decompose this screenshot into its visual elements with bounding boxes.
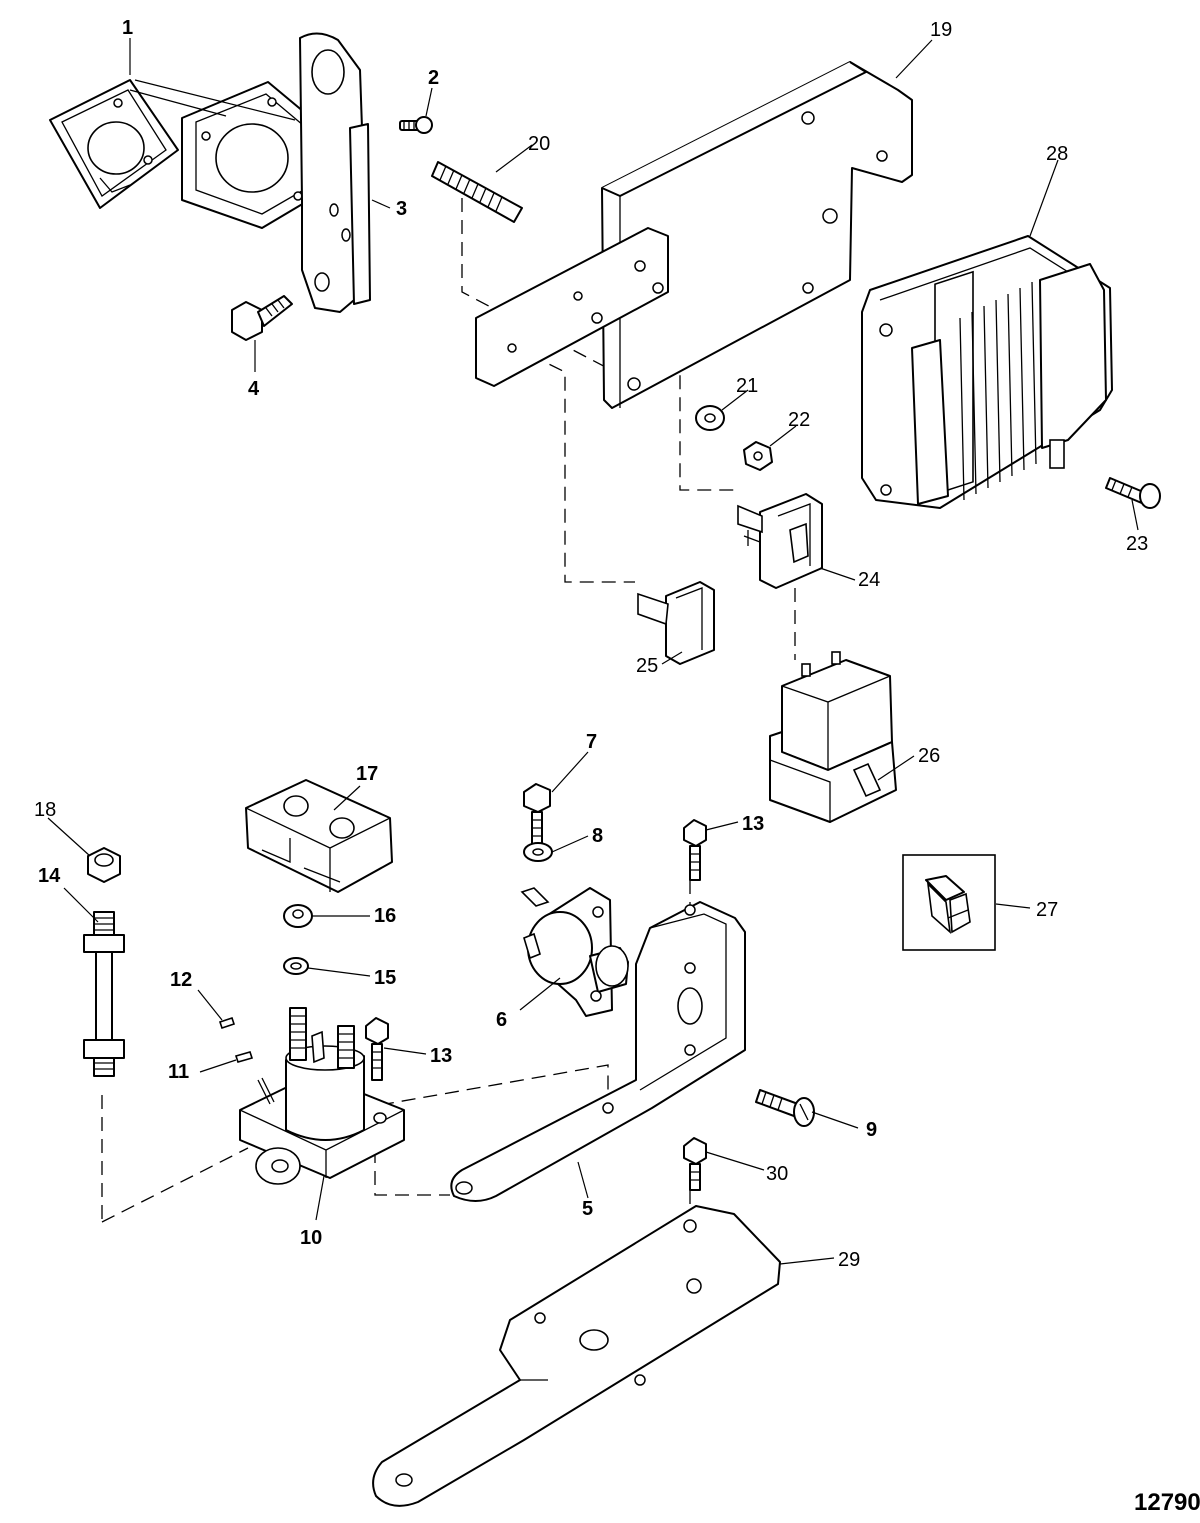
callout-21: 21 [736, 375, 758, 397]
callout-29: 29 [838, 1249, 860, 1271]
callout-27: 27 [1036, 899, 1058, 921]
callout-12: 12 [170, 969, 192, 991]
callout-23: 23 [1126, 533, 1148, 555]
callout-labels: 1 2 3 4 5 6 7 8 9 10 11 12 13 13 14 15 1… [34, 17, 1148, 1271]
callout-13-upper: 13 [742, 813, 764, 835]
lock-washer-part-15 [283, 957, 309, 975]
callout-2: 2 [428, 67, 439, 89]
callout-19: 19 [930, 19, 952, 41]
callout-11: 11 [168, 1061, 189, 1083]
callout-7: 7 [586, 731, 597, 753]
bolt-part-30 [683, 1137, 707, 1191]
callout-30: 30 [766, 1163, 788, 1185]
nylock-nut-part-18 [87, 847, 121, 883]
figure-number: 12790 [1134, 1489, 1200, 1516]
washer-part-21 [695, 405, 725, 431]
nut-part-22 [743, 441, 773, 471]
screw-part-9 [755, 1089, 815, 1127]
callout-26: 26 [918, 745, 940, 767]
terminal-cover-part-17 [245, 779, 393, 893]
pin-part-12 [218, 1016, 236, 1030]
control-module-part-28 [861, 235, 1113, 509]
callout-18: 18 [34, 799, 56, 821]
callout-4: 4 [248, 378, 260, 400]
nut-part-16 [283, 904, 313, 928]
mounting-plate-part-3 [181, 32, 371, 313]
screw-part-23 [1105, 477, 1161, 509]
hex-bolt-part-4 [231, 295, 293, 341]
callout-14: 14 [38, 865, 61, 887]
pin-part-11 [234, 1051, 254, 1063]
callout-16: 16 [374, 905, 396, 927]
callout-24: 24 [858, 569, 880, 591]
callout-9: 9 [866, 1119, 877, 1141]
callout-6: 6 [496, 1009, 507, 1031]
long-stud-part-14 [83, 911, 125, 1077]
threaded-stud-part-20 [431, 161, 523, 223]
callout-15: 15 [374, 967, 396, 989]
callout-leader-lines [47, 38, 1139, 1265]
fuse-part-27 [902, 854, 996, 951]
bolt-part-13-upper [683, 819, 707, 881]
callout-5: 5 [582, 1198, 593, 1220]
screw-part-7 [523, 783, 551, 847]
bolt-part-13-lower [365, 1017, 389, 1081]
callout-13-lower: 13 [430, 1045, 452, 1067]
solenoid-part-10 [239, 1007, 405, 1185]
callout-10: 10 [300, 1227, 322, 1249]
callout-20: 20 [528, 133, 550, 155]
callout-8: 8 [592, 825, 603, 847]
callout-22: 22 [788, 409, 810, 431]
gasket-part-1 [49, 79, 179, 209]
screw-part-2 [399, 116, 433, 134]
bracket-part-19 [475, 61, 913, 409]
callout-28: 28 [1046, 143, 1068, 165]
relay-part-26 [769, 651, 897, 823]
callout-3: 3 [396, 198, 407, 220]
bracket-part-29 [372, 1205, 781, 1507]
lock-washer-part-8 [523, 842, 553, 862]
bracket-part-5 [450, 901, 746, 1202]
fuse-holder-part-25 [637, 581, 715, 665]
socket-part-24 [737, 493, 823, 589]
callout-25: 25 [636, 655, 658, 677]
switch-part-6 [520, 887, 629, 1017]
callout-17: 17 [356, 763, 378, 785]
callout-1: 1 [122, 17, 133, 39]
